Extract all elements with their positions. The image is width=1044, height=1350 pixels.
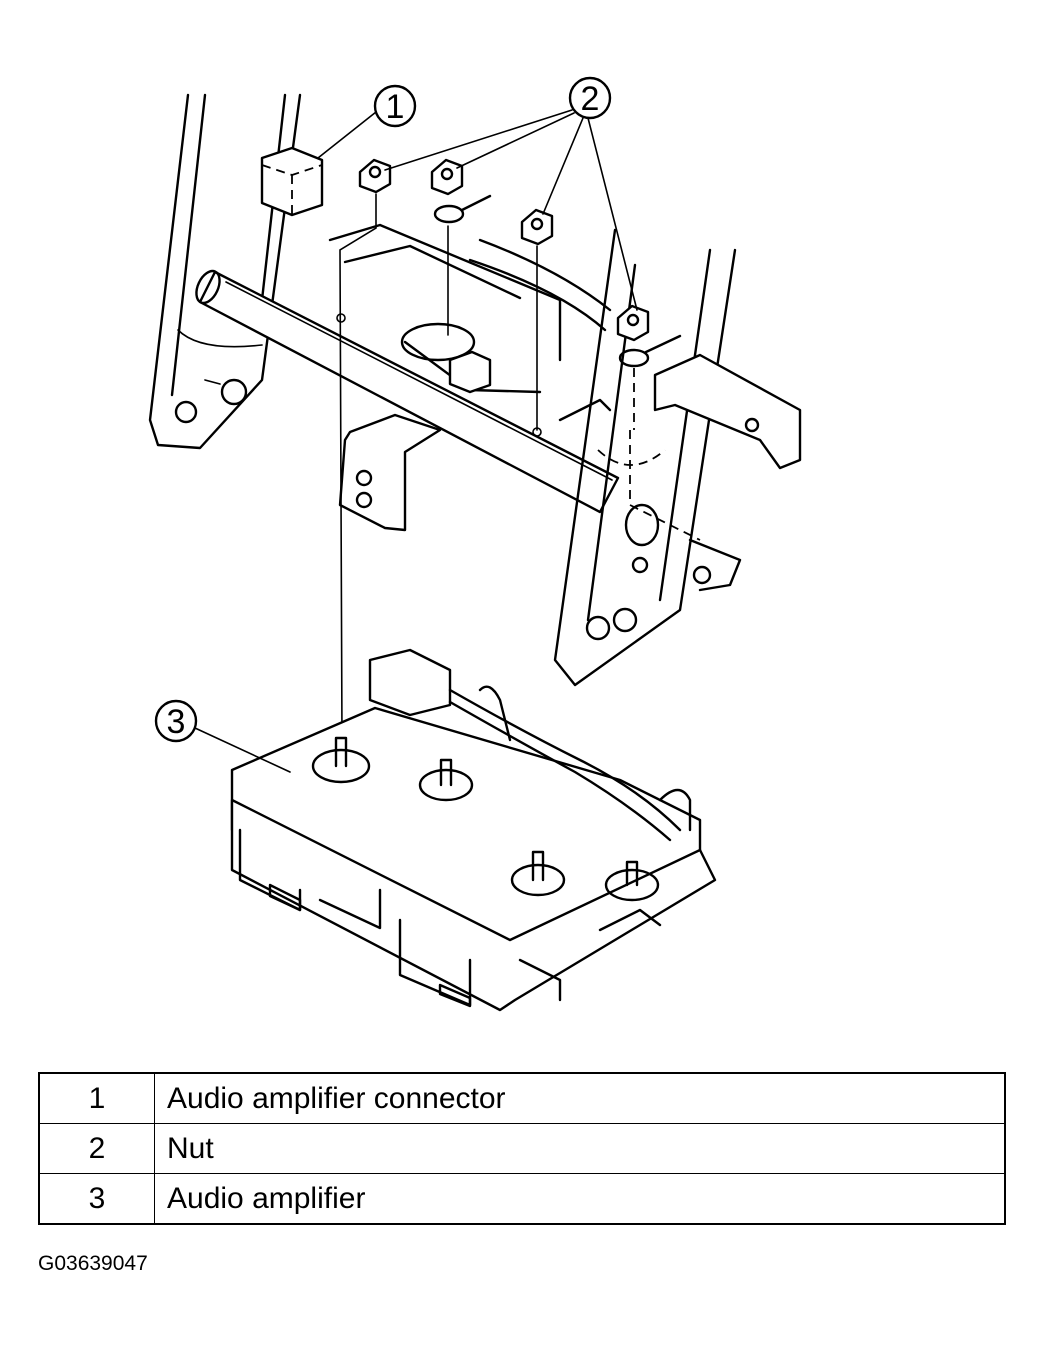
right-side-arm	[653, 353, 802, 470]
legend-description: Nut	[154, 1123, 1006, 1174]
assembly-guide-lines	[336, 193, 635, 741]
parts-legend-table: 1 Audio amplifier connector 2 Nut 3 Audi…	[38, 1072, 1006, 1225]
exploded-view-diagram: 1 2 3	[148, 76, 802, 1012]
callout-1-number: 1	[386, 88, 405, 126]
callout-1: 1	[317, 84, 417, 159]
table-row: 2 Nut	[38, 1123, 1006, 1174]
audio-amplifier-connector	[260, 146, 324, 217]
legend-description: Audio amplifier connector	[154, 1072, 1006, 1124]
ground-terminal-1	[433, 194, 492, 224]
nut-2	[430, 158, 464, 196]
legend-number: 2	[38, 1123, 155, 1174]
callout-2-number: 2	[581, 80, 600, 118]
legend-number: 3	[38, 1173, 155, 1225]
nut-1	[358, 158, 392, 194]
legend-number: 1	[38, 1072, 155, 1124]
audio-amplifier	[230, 648, 717, 1012]
callout-3: 3	[154, 699, 291, 773]
table-row: 3 Audio amplifier	[38, 1173, 1006, 1225]
center-bracket	[328, 223, 612, 422]
table-row: 1 Audio amplifier connector	[38, 1072, 1006, 1124]
legend-description: Audio amplifier	[154, 1173, 1006, 1225]
right-seat-frame	[553, 228, 742, 687]
figure-id: G03639047	[38, 1252, 148, 1275]
ground-terminal-2	[618, 334, 682, 368]
nut-4	[616, 304, 650, 342]
front-bracket	[338, 413, 442, 532]
left-seat-frame	[148, 93, 302, 450]
callout-2: 2	[384, 76, 638, 311]
callout-3-number: 3	[167, 703, 186, 741]
cross-tube	[195, 269, 620, 514]
nut-3	[520, 208, 554, 246]
